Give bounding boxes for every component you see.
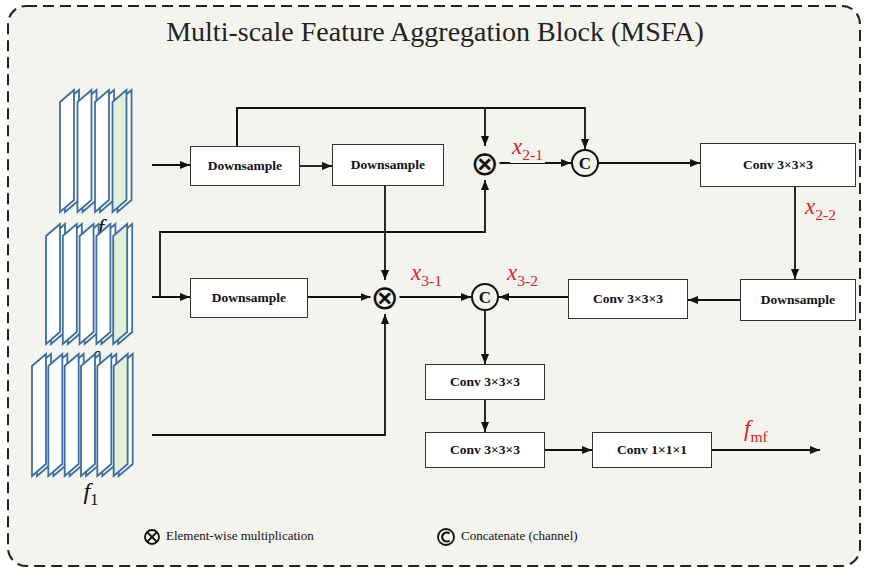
feature-slice xyxy=(63,224,77,344)
feature-slice xyxy=(78,90,92,212)
feature-label: f1 xyxy=(30,478,152,510)
process-box: Downsample xyxy=(190,146,300,186)
process-box: Conv 1×1×1 xyxy=(592,432,712,468)
feature-slice xyxy=(65,354,79,476)
arrow-connector xyxy=(688,299,740,301)
arrow-connector xyxy=(308,296,371,298)
title: Multi-scale Feature Aggregation Block (M… xyxy=(0,16,870,48)
box-text: Downsample xyxy=(212,290,286,306)
dashed-frame xyxy=(8,6,860,566)
arrow-connector xyxy=(484,400,486,432)
feature-map-stack: f1 xyxy=(30,352,152,510)
symbol-text: ⊗ xyxy=(371,280,400,314)
feature-slice xyxy=(32,354,46,476)
process-box: Conv 3×3×3 xyxy=(568,279,688,319)
arrow-connector xyxy=(300,165,332,167)
process-box: Conv 3×3×3 xyxy=(425,364,545,400)
multiply-node: ⊗ xyxy=(471,146,500,180)
feature-slice xyxy=(96,224,110,344)
legend-concat-symbol xyxy=(438,529,454,545)
arrow-connector xyxy=(152,314,385,435)
arrow-connector xyxy=(400,296,472,298)
arrow-connector xyxy=(384,186,386,280)
stack-illustration xyxy=(58,88,152,216)
box-text: Downsample xyxy=(208,158,282,174)
stack-illustration xyxy=(44,222,152,348)
symbol-text: C xyxy=(479,289,491,306)
concat-node: C xyxy=(471,283,499,311)
arrow-connector xyxy=(794,187,796,279)
output-label: fmf xyxy=(742,416,770,445)
feature-slice xyxy=(60,90,74,212)
box-text: Conv 3×3×3 xyxy=(450,374,520,390)
process-box: Conv 3×3×3 xyxy=(700,143,856,187)
legend-text: Concatenate (channel) xyxy=(461,528,578,544)
box-text: Conv 3×3×3 xyxy=(450,442,520,458)
feature-slice xyxy=(48,354,62,476)
feature-slice xyxy=(95,90,109,212)
process-box: Downsample xyxy=(332,144,444,186)
box-text: Downsample xyxy=(761,292,835,308)
arrow-connector xyxy=(545,449,592,451)
multiply-node: ⊗ xyxy=(371,280,400,314)
edge-label: x3-2 xyxy=(505,260,540,289)
process-box: Downsample xyxy=(190,278,308,318)
box-text: Conv 3×3×3 xyxy=(593,291,663,307)
edge-label: x2-1 xyxy=(510,134,545,163)
symbol-text: ⊗ xyxy=(471,146,500,180)
feature-slice xyxy=(97,354,111,476)
feature-map-stack: f3 xyxy=(58,88,152,246)
feature-slice xyxy=(81,354,95,476)
arrow-connector xyxy=(152,164,190,166)
feature-slice xyxy=(113,90,127,212)
edge-label: x3-1 xyxy=(409,260,444,289)
process-box: Conv 3×3×3 xyxy=(425,432,545,468)
symbol-text: C xyxy=(579,155,591,172)
feature-slice xyxy=(114,354,128,476)
edge-label: x2-2 xyxy=(803,194,838,223)
concat-node: C xyxy=(571,149,599,177)
box-text: Conv 3×3×3 xyxy=(743,157,813,173)
feature-slice xyxy=(46,224,60,344)
feature-slice xyxy=(80,224,94,344)
box-text: Conv 1×1×1 xyxy=(617,442,687,458)
box-text: Downsample xyxy=(351,157,425,173)
feature-slice xyxy=(113,224,127,344)
legend-multiply-symbol xyxy=(145,530,159,544)
output-arrow xyxy=(712,449,820,451)
process-box: Downsample xyxy=(740,279,856,321)
arrow-connector xyxy=(484,311,486,364)
stack-illustration xyxy=(30,352,152,480)
arrow-connector xyxy=(599,162,700,164)
legend-text: Element-wise multiplication xyxy=(166,528,314,544)
arrow-connector xyxy=(499,296,568,298)
arrow-connector xyxy=(237,108,485,146)
arrow-connector xyxy=(152,296,190,298)
